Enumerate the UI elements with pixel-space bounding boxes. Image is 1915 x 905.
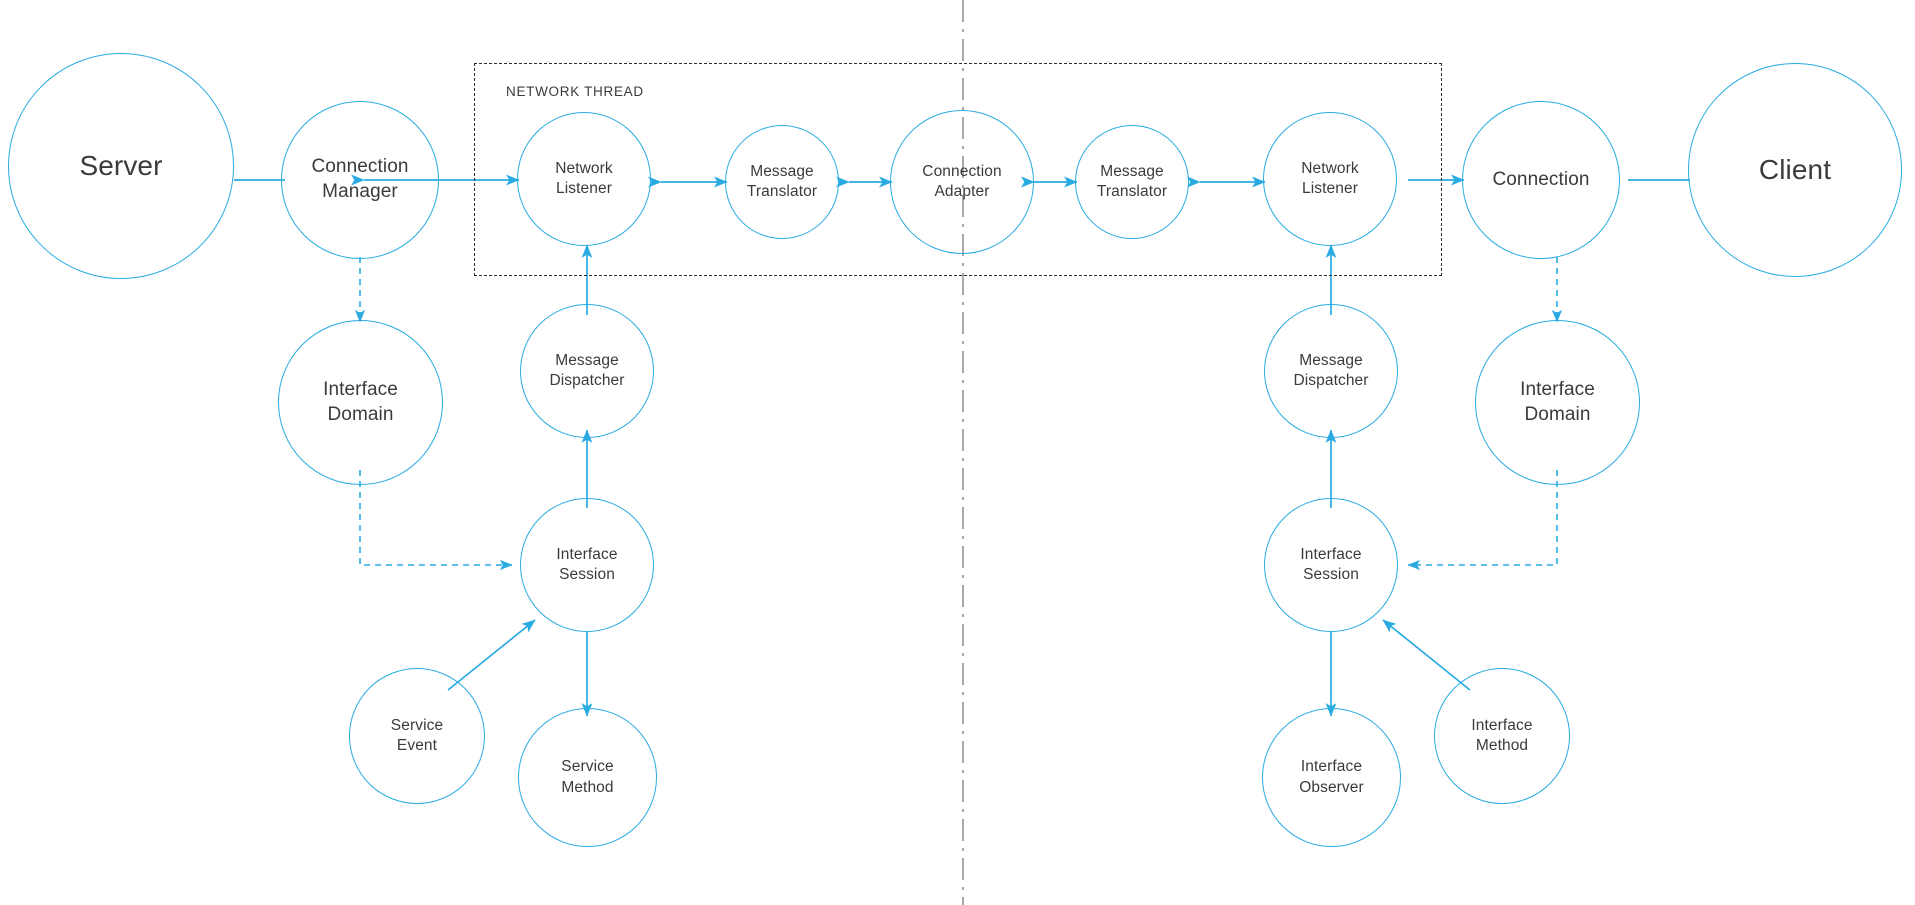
node-interface-domain-right[interactable]: Interface Domain bbox=[1475, 320, 1640, 485]
node-interface-session-left[interactable]: Interface Session bbox=[520, 498, 654, 632]
node-connection[interactable]: Connection bbox=[1462, 101, 1620, 259]
node-client[interactable]: Client bbox=[1688, 63, 1902, 277]
node-message-dispatcher-right[interactable]: Message Dispatcher bbox=[1264, 304, 1398, 438]
node-service-method[interactable]: Service Method bbox=[518, 708, 657, 847]
network-thread-label: NETWORK THREAD bbox=[506, 84, 644, 99]
link-service-event-session bbox=[447, 619, 536, 691]
node-service-event[interactable]: Service Event bbox=[349, 668, 485, 804]
node-message-translator-right[interactable]: Message Translator bbox=[1075, 125, 1189, 239]
node-interface-domain-left[interactable]: Interface Domain bbox=[278, 320, 443, 485]
link-interface-domain-session-left bbox=[359, 470, 513, 571]
node-connection-adapter[interactable]: Connection Adapter bbox=[890, 110, 1034, 254]
link-interface-domain-session-right bbox=[1407, 470, 1558, 571]
node-connection-manager[interactable]: Connection Manager bbox=[281, 101, 439, 259]
node-network-listener-right[interactable]: Network Listener bbox=[1263, 112, 1397, 246]
node-interface-method[interactable]: Interface Method bbox=[1434, 668, 1570, 804]
network-thread-box bbox=[474, 63, 1442, 276]
node-interface-session-right[interactable]: Interface Session bbox=[1264, 498, 1398, 632]
link-interface-method-session bbox=[1382, 619, 1471, 691]
node-server[interactable]: Server bbox=[8, 53, 234, 279]
node-message-translator-left[interactable]: Message Translator bbox=[725, 125, 839, 239]
node-network-listener-left[interactable]: Network Listener bbox=[517, 112, 651, 246]
node-interface-observer[interactable]: Interface Observer bbox=[1262, 708, 1401, 847]
node-message-dispatcher-left[interactable]: Message Dispatcher bbox=[520, 304, 654, 438]
